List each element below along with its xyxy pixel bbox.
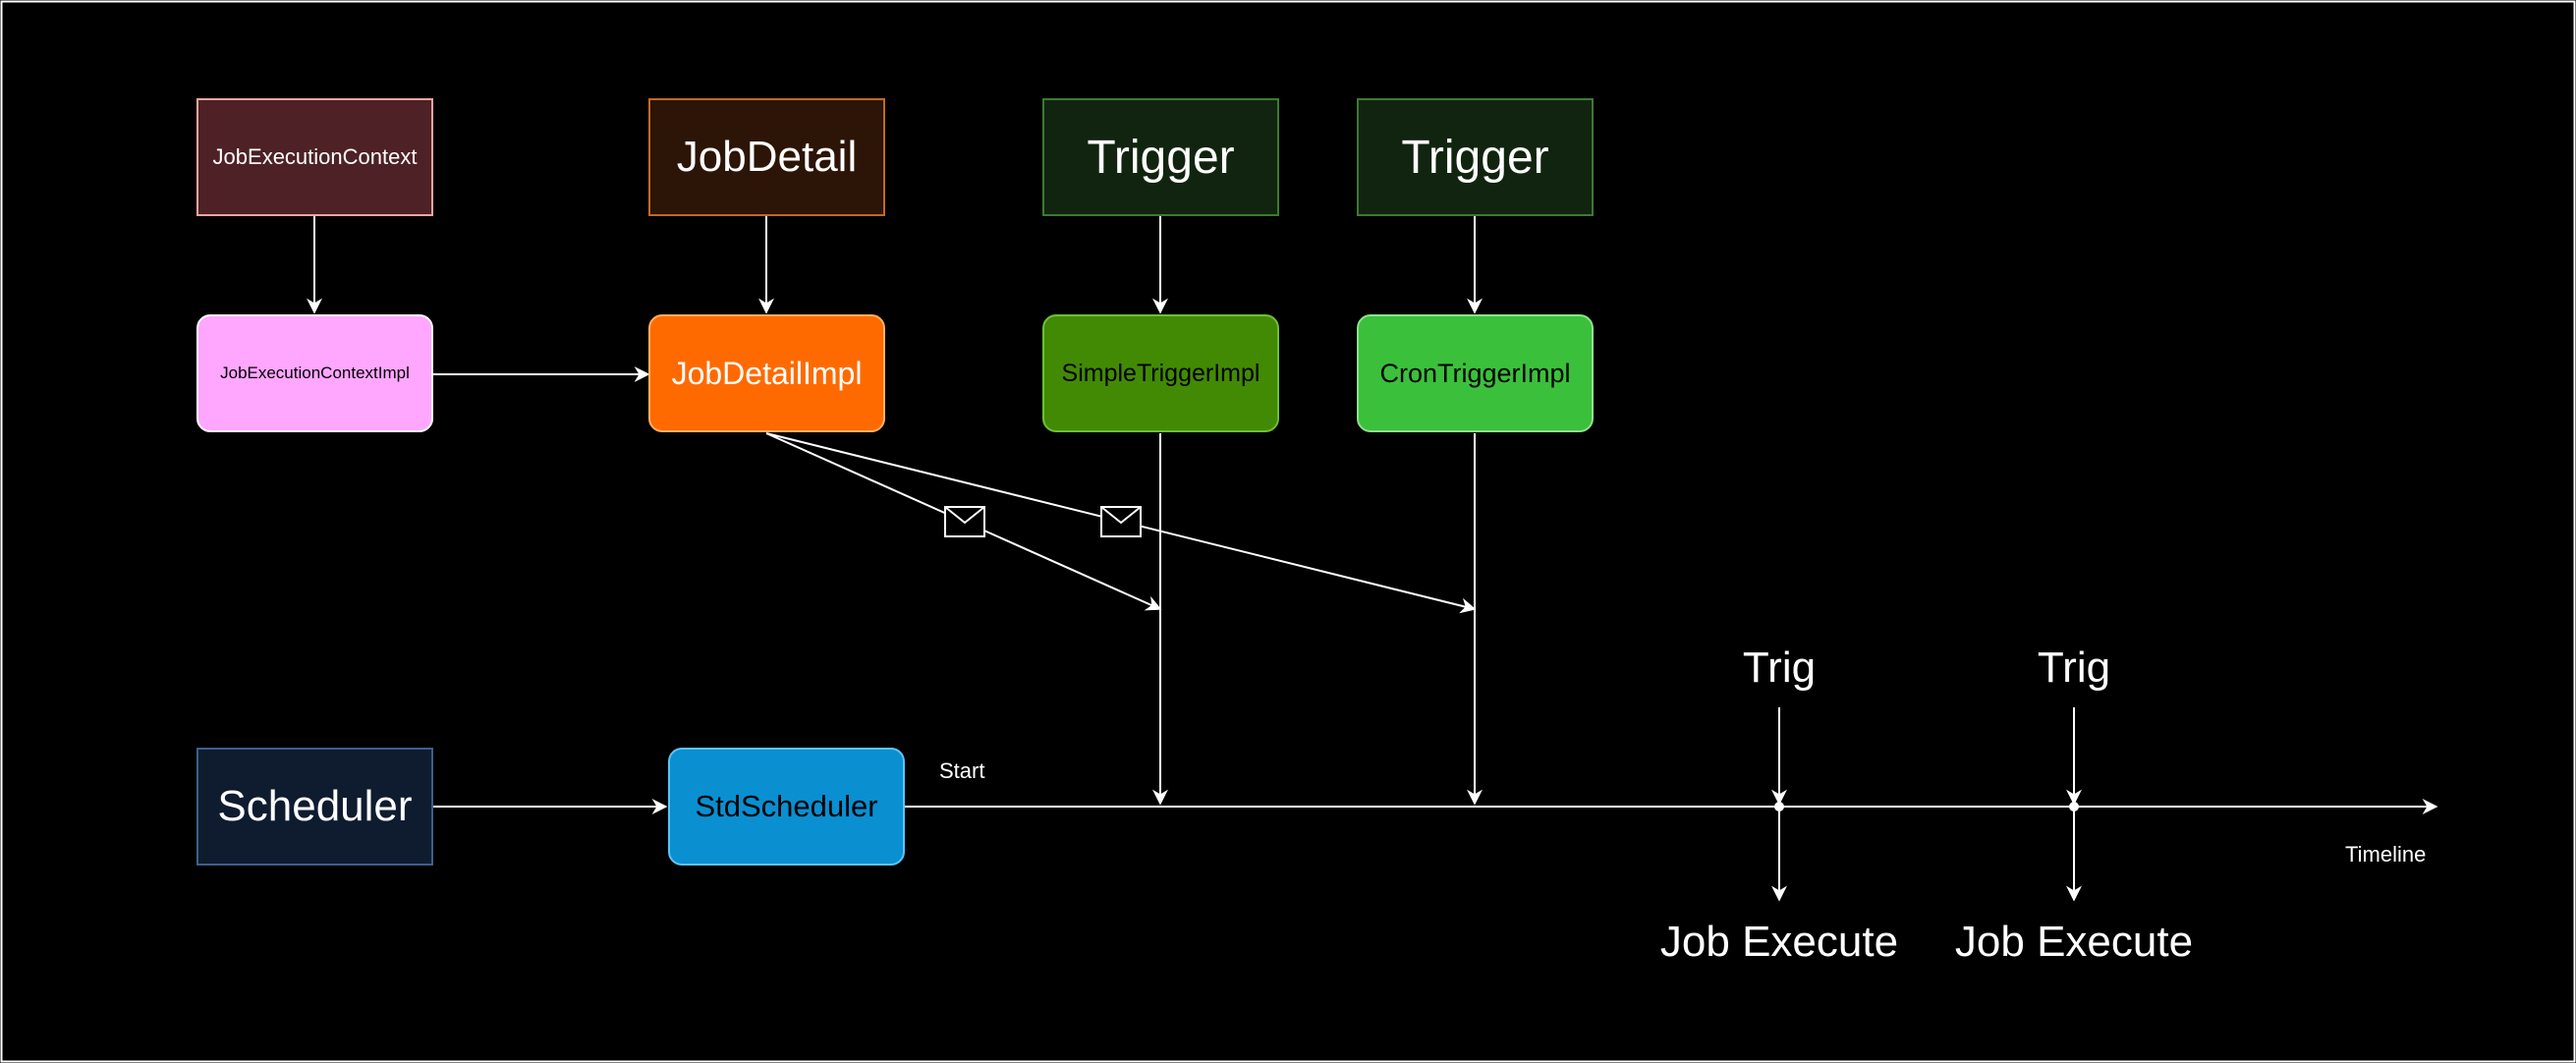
simple-trigger-impl-label: SimpleTriggerImpl [1061,359,1260,387]
trigger-box-2: Trigger [1357,98,1594,216]
job-detail-label: JobDetail [676,133,858,181]
trigger-label-2: Trigger [1401,131,1549,184]
timeline-event-dot [2069,802,2079,811]
std-scheduler-box: StdScheduler [668,748,905,866]
job-detail-box: JobDetail [648,98,885,216]
message-jobdetail-to-cron-trigger [765,432,1477,614]
job-execution-context-box: JobExecutionContext [196,98,433,216]
job-execute-label-2: Job Execute [1954,918,2194,966]
cron-trigger-impl-box: CronTriggerImpl [1357,314,1594,432]
timeline-event-dot [1774,802,1784,811]
job-execution-context-impl-label: JobExecutionContextImpl [220,364,410,382]
message-jobdetail-to-simple-trigger [765,432,1162,611]
start-label: Start [939,758,985,783]
scheduler-box: Scheduler [196,748,433,866]
trig-label-1: Trig [1742,643,1817,692]
job-execute-label-1: Job Execute [1659,918,1899,966]
std-scheduler-label: StdScheduler [695,789,878,823]
trigger-box-1: Trigger [1042,98,1279,216]
envelope-icon [1100,506,1142,537]
envelope-icon [944,506,985,537]
trigger-label-1: Trigger [1087,131,1235,184]
scheduler-label: Scheduler [217,782,413,830]
timeline-label: Timeline [2345,842,2427,867]
job-detail-impl-box: JobDetailImpl [648,314,885,432]
cron-trigger-impl-label: CronTriggerImpl [1379,358,1571,388]
simple-trigger-impl-box: SimpleTriggerImpl [1042,314,1279,432]
job-execution-context-impl-box: JobExecutionContextImpl [196,314,433,432]
job-execution-context-label: JobExecutionContext [212,144,418,169]
job-detail-impl-label: JobDetailImpl [671,355,863,391]
trig-label-2: Trig [2037,643,2111,692]
